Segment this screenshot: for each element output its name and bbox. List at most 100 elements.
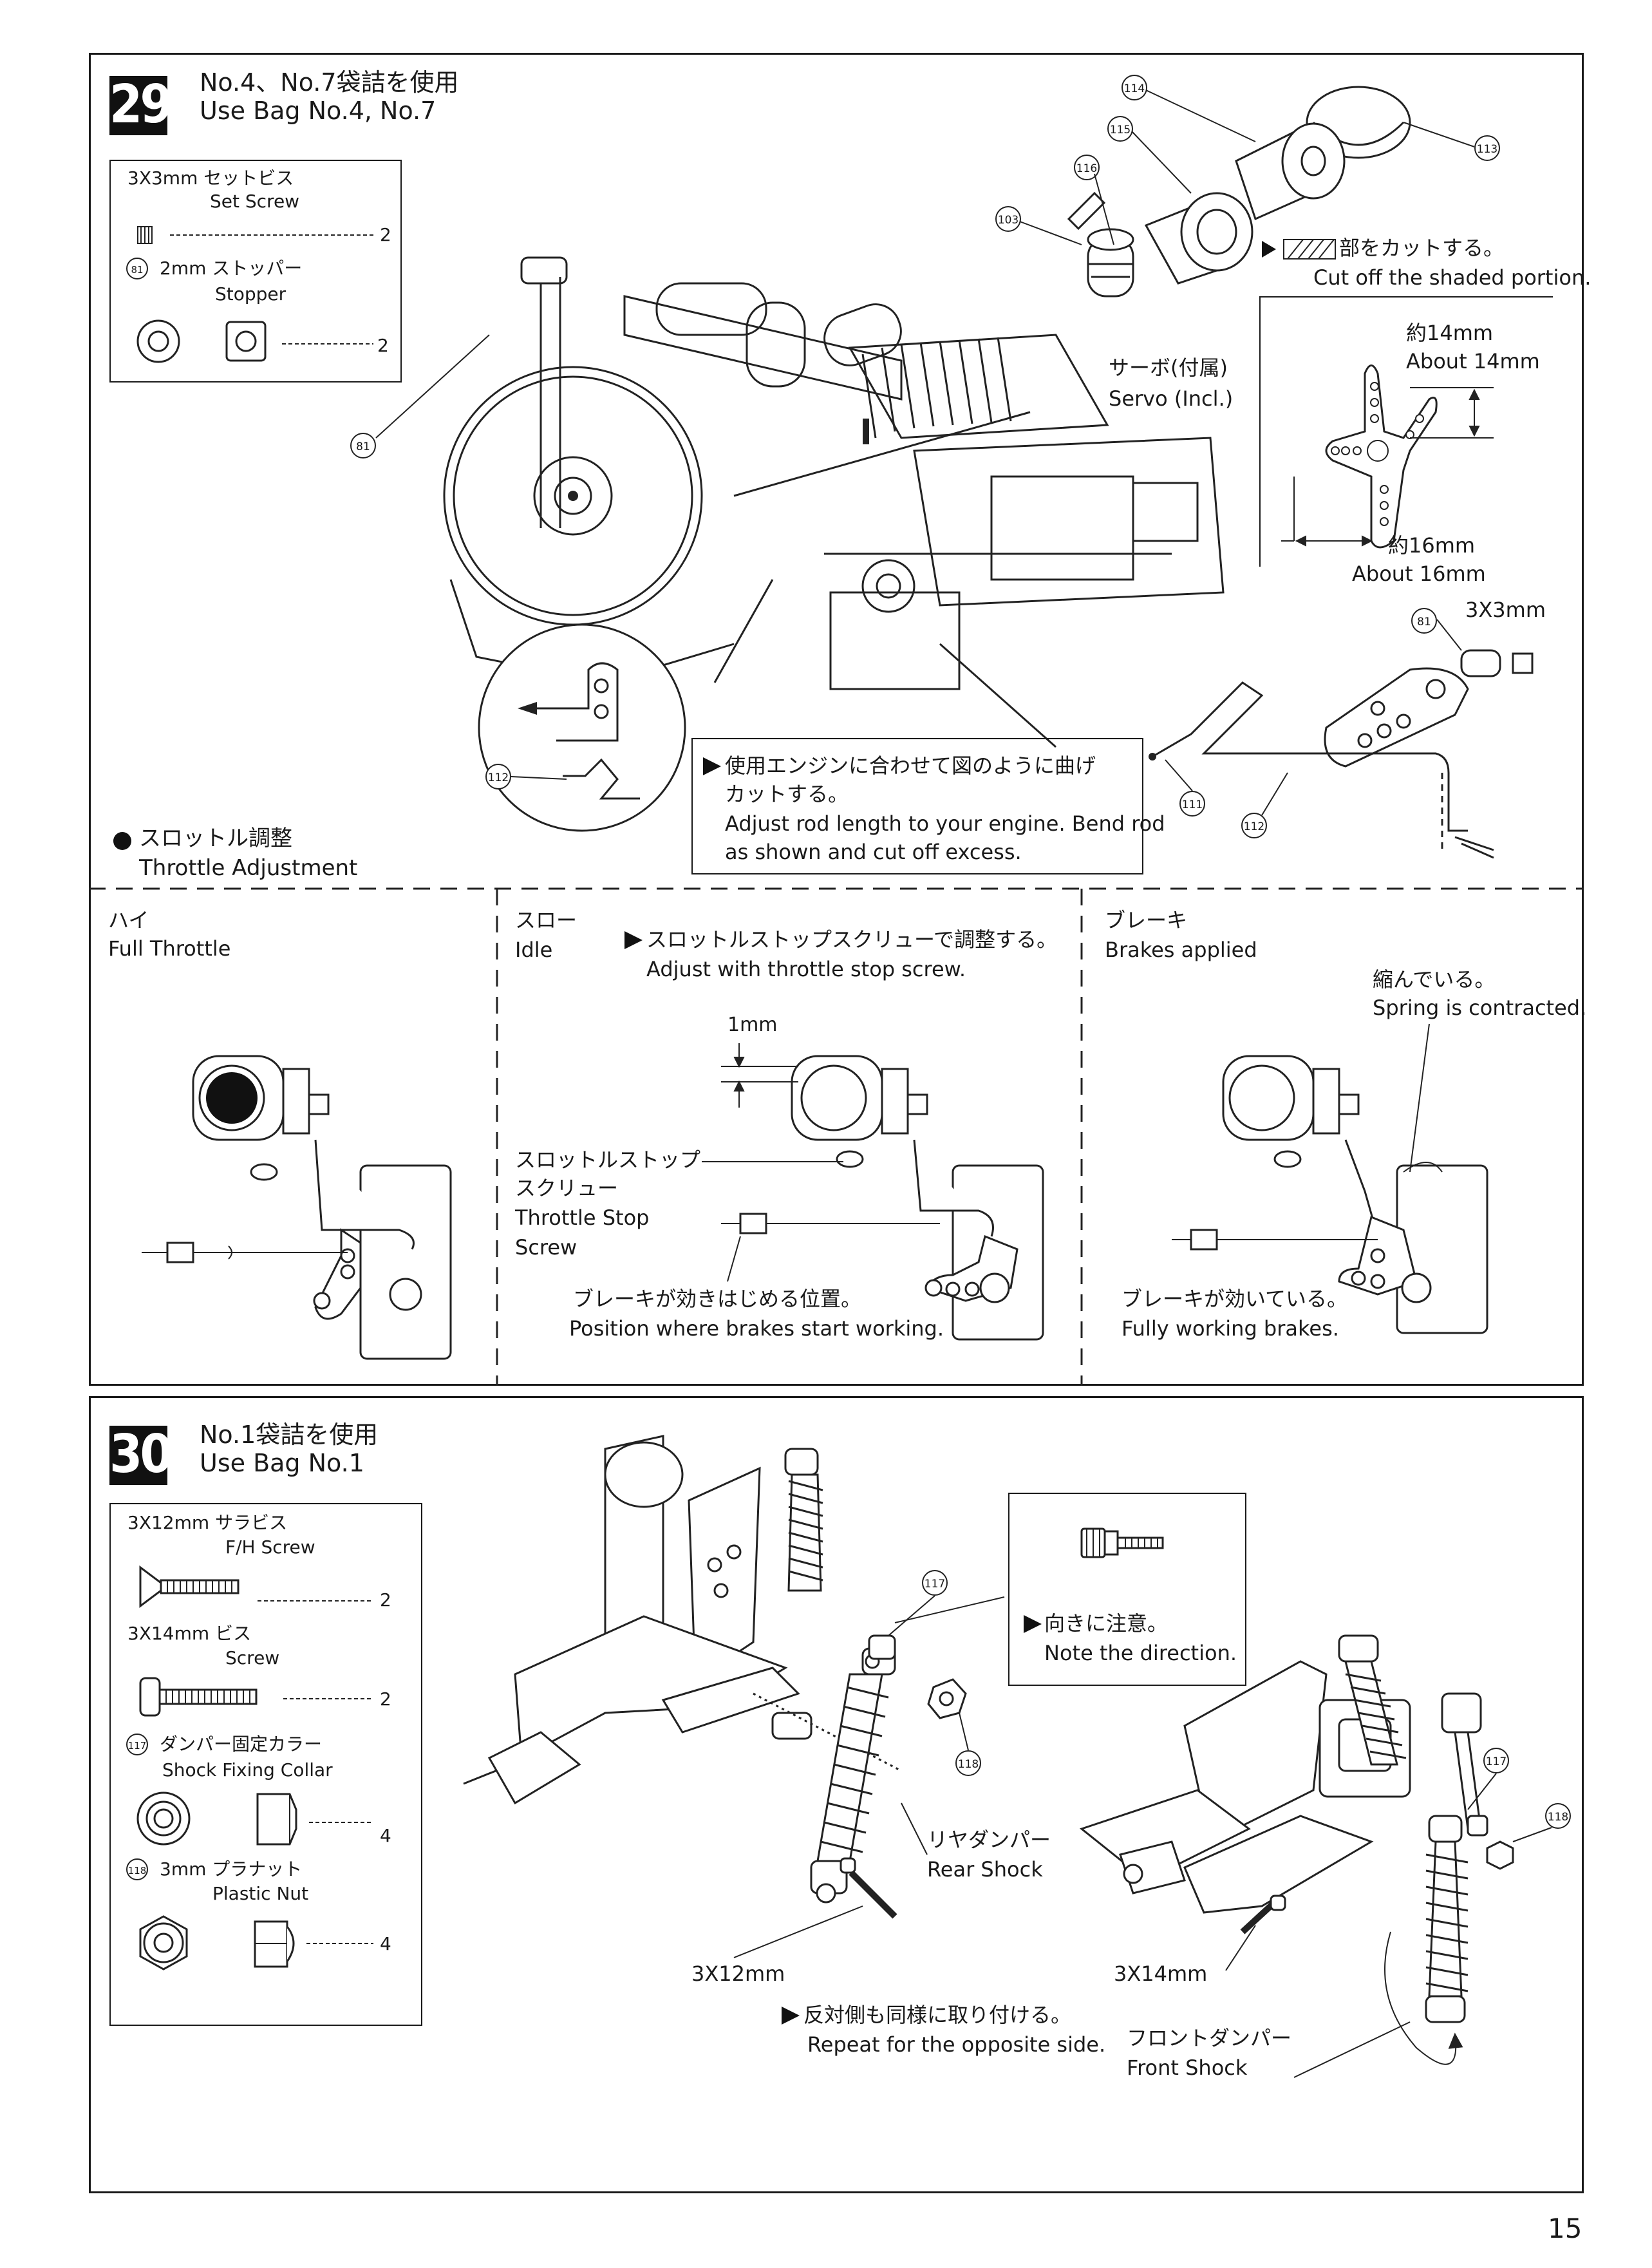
front-mount-screw-icon [1240, 1895, 1286, 1934]
callout-115: 115 [1107, 116, 1133, 142]
step29-number-badge: 29 [109, 74, 173, 135]
step29-bag-en: Use Bag No.4, No.7 [200, 97, 436, 125]
screw-14-qty: 2 [380, 1688, 391, 1710]
callout-117-front: 117 [1483, 1748, 1509, 1773]
panel-brake-en: Brakes applied [1105, 938, 1257, 962]
callout-117-rear: 117 [922, 1570, 948, 1596]
brake-full-en: Fully working brakes. [1122, 1316, 1339, 1341]
callout-112-left: 112 [485, 764, 511, 789]
front-shock-illustration [1384, 1815, 1514, 2065]
step30-bag-en: Use Bag No.1 [200, 1449, 364, 1477]
stop-screw-en1: Throttle Stop [515, 1205, 650, 1230]
collar-qty: 4 [380, 1825, 391, 1846]
panel-high-jp: ハイ [108, 908, 149, 932]
arrow-icon-rod [703, 757, 721, 775]
callout-113: 113 [1474, 135, 1500, 161]
step30-number-badge: 30 [109, 1424, 173, 1485]
screw-14-callout: 3X14mm [1114, 1961, 1208, 1986]
stop-screw-en2: Screw [515, 1235, 577, 1260]
callout-81-left: 81 [350, 433, 376, 458]
dim-14-en: About 14mm [1406, 349, 1540, 373]
direction-collar-screw-icon [1080, 1527, 1164, 1558]
screw-14-icon [139, 1677, 373, 1717]
fh-screw-icon [139, 1565, 373, 1608]
rod-bend-detail-circle [478, 623, 686, 832]
cut-note-en: Cut off the shaded portion. [1313, 265, 1591, 290]
front-shock-en: Front Shock [1127, 2055, 1248, 2080]
front-shock-jp: フロントダンパー [1127, 2026, 1292, 2050]
panel-high-en: Full Throttle [108, 936, 231, 961]
stopper-qty: 2 [377, 335, 389, 356]
panel-slow-en: Idle [515, 938, 553, 962]
direction-note-en: Note the direction. [1044, 1641, 1237, 1665]
dim-16-en: About 16mm [1352, 562, 1486, 586]
full-throttle-illustration [142, 1055, 452, 1360]
servo-label-en: Servo (Incl.) [1109, 386, 1234, 411]
step30-parts-box [109, 1503, 422, 2026]
callout-118-front: 118 [1545, 1803, 1571, 1829]
setscrew-icon [137, 226, 376, 244]
rear-shock-en: Rear Shock [927, 1857, 1043, 1882]
throttle-arm-rod-illustration [1149, 649, 1534, 859]
front-chassis-illustration [1079, 1634, 1482, 1914]
nut-callout: 118 [126, 1858, 148, 1880]
repeat-note-en: Repeat for the opposite side. [807, 2032, 1106, 2057]
stopper-icon [136, 319, 373, 363]
arrow-icon-idle [624, 931, 643, 949]
collar-callout: 117 [126, 1734, 148, 1755]
repeat-note-jp: 反対側も同様に取り付ける。 [803, 2003, 1072, 2027]
brake-start-en: Position where brakes start working. [569, 1316, 944, 1341]
callout-116: 116 [1074, 155, 1100, 180]
fh-screw-label-jp: 3X12mm サラビス [127, 1512, 288, 1533]
rear-chassis-illustration [463, 1435, 902, 1805]
callout-111: 111 [1179, 791, 1205, 817]
callout-81-right: 81 [1411, 608, 1437, 634]
throttle-adjust-en: Throttle Adjustment [139, 855, 358, 881]
rod-note-jp1: 使用エンジンに合わせて図のように曲げ [725, 753, 1096, 778]
shaded-portion-icon [1262, 239, 1336, 260]
screw-14-label-en: Screw [225, 1647, 280, 1668]
carburetor-exploded-illustration [1067, 86, 1411, 298]
setscrew-label-jp: 3X3mm セットビス [127, 167, 294, 189]
direction-inset-box [1008, 1493, 1246, 1686]
spring-note-en: Spring is contracted. [1373, 996, 1587, 1020]
step29-bag-jp: No.4、No.7袋詰を使用 [200, 68, 459, 97]
screw-14-label-jp: 3X14mm ビス [127, 1623, 252, 1644]
rod-note-en2: as shown and cut off excess. [725, 840, 1022, 864]
nut-qty: 4 [380, 1933, 391, 1954]
panel-slow-jp: スロー [515, 908, 577, 932]
callout-103: 103 [995, 206, 1021, 232]
direction-note-jp: 向きに注意。 [1044, 1611, 1169, 1636]
arrow-icon-direction [1024, 1615, 1042, 1633]
stop-screw-jp1: スロットルストップ [515, 1148, 701, 1172]
brake-full-jp: ブレーキが効いている。 [1122, 1287, 1348, 1311]
step30-frame [89, 1396, 1584, 2193]
stopper-label-jp: 2mm ストッパー [160, 258, 303, 279]
bullet-icon [113, 832, 131, 850]
gap-1mm-label: 1mm [727, 1014, 778, 1036]
cut-note-jp: 部をカットする。 [1339, 236, 1505, 260]
rod-note-en1: Adjust rod length to your engine. Bend r… [725, 811, 1165, 836]
servo-horn-inset [1259, 296, 1553, 567]
nut-label-jp: 3mm プラナット [160, 1858, 303, 1880]
spring-note-jp: 縮んでいる。 [1373, 967, 1496, 992]
idle-note-en: Adjust with throttle stop screw. [646, 957, 966, 981]
callout-118-rear: 118 [955, 1750, 981, 1776]
fh-screw-qty: 2 [380, 1589, 391, 1611]
arrow-icon-repeat [782, 2007, 800, 2025]
stopper-callout: 81 [126, 258, 148, 279]
nut-icon [139, 1915, 373, 1970]
callout-114: 114 [1122, 75, 1147, 100]
collar-nut-exploded-icons [868, 1634, 967, 1719]
page-number: 15 [1548, 2213, 1582, 2244]
dim-16-jp: 約16mm [1388, 533, 1476, 558]
servo-label-jp: サーボ(付属) [1109, 355, 1228, 380]
engine-servo-illustration [443, 256, 1225, 748]
nut-label-en: Plastic Nut [212, 1883, 309, 1904]
brake-start-jp: ブレーキが効きはじめる位置。 [573, 1287, 862, 1311]
servo-horn-icon [1281, 364, 1494, 549]
